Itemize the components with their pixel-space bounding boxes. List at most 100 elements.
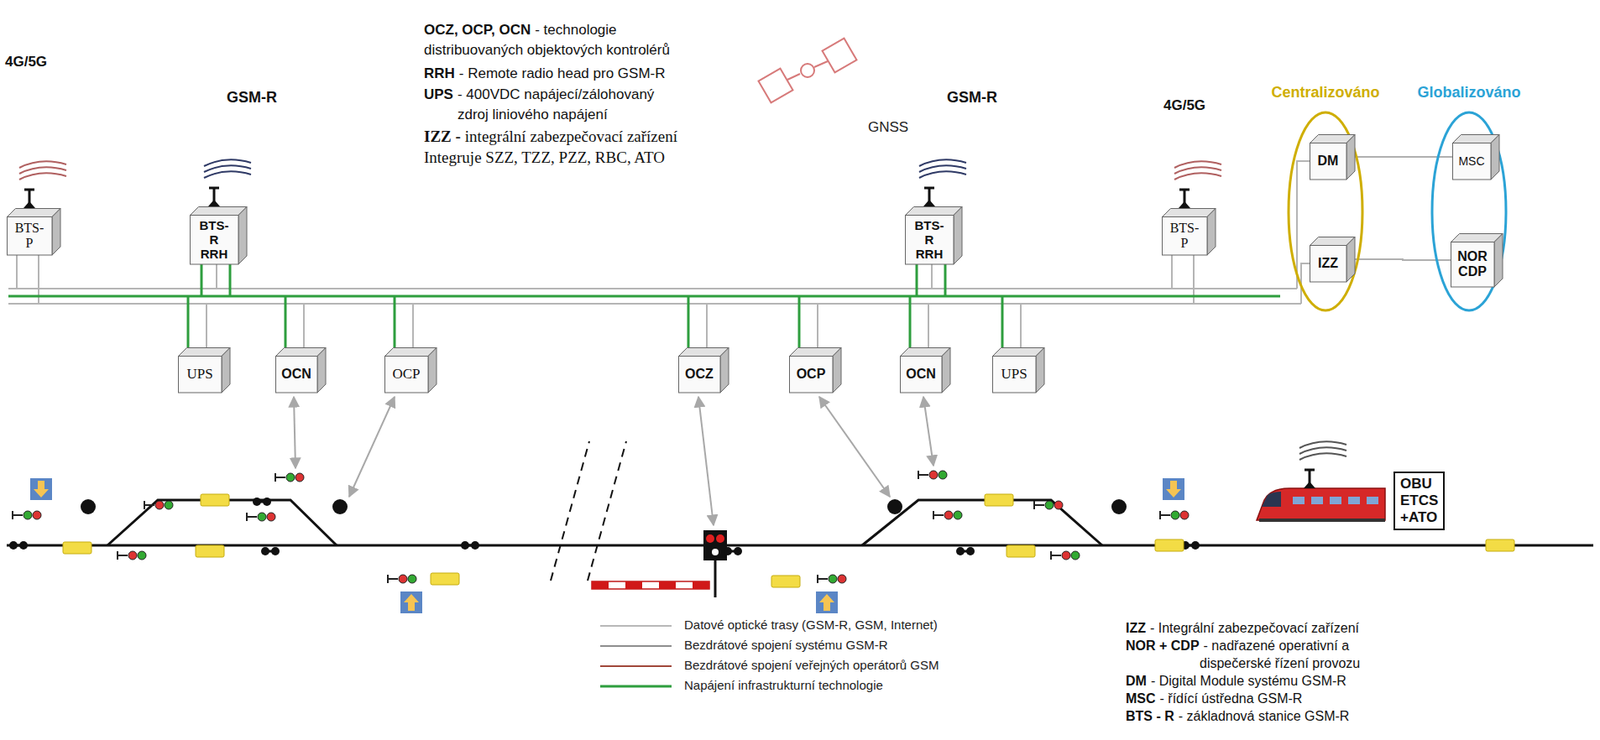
- cube-outline: [7, 209, 62, 218]
- cube-outline: [905, 207, 963, 216]
- text-line: UPS- 400VDC napájecí/zálohovaný: [423, 86, 654, 104]
- signal-symbol: [1050, 551, 1052, 560]
- signal-symbol: [245, 512, 248, 522]
- control-link: [698, 397, 714, 526]
- power-bus: [8, 258, 1281, 348]
- signal-symbol: [128, 551, 137, 560]
- radio-wave: [919, 165, 967, 173]
- description-text: - řídící ústředna GSM-R: [1160, 691, 1303, 706]
- cube-outline: [1346, 135, 1355, 181]
- label-text: GNSS: [867, 119, 909, 136]
- shunt-signal: [460, 541, 470, 550]
- radio-wave: [203, 171, 251, 178]
- antenna: [28, 189, 32, 209]
- satellite-icon: [814, 61, 828, 68]
- power-bus: [1001, 296, 1004, 348]
- switch-machine: [887, 499, 903, 515]
- antenna: [19, 159, 1347, 489]
- crossing-signal: [703, 530, 727, 561]
- text-line: NOR + CDP- nadřazené operativní a: [1125, 638, 1350, 654]
- cube-outline: [317, 348, 326, 394]
- base-station-box: BTS-R RRH: [189, 206, 247, 265]
- box-face: OCP: [384, 355, 429, 393]
- signal-symbol: [386, 575, 389, 584]
- region-outline: [1288, 112, 1363, 311]
- power-supply-box: UPS: [992, 347, 1045, 393]
- abbreviation: OCZ, OCP, OCN: [423, 21, 531, 38]
- power-bus: [187, 296, 190, 348]
- signal-symbol: [816, 575, 819, 584]
- signal-symbol: [266, 512, 276, 522]
- data-bus: [15, 255, 18, 289]
- track: [107, 500, 337, 546]
- data-bus: [705, 303, 708, 348]
- box-face: OCZ: [678, 355, 721, 393]
- antenna: [1183, 189, 1187, 209]
- onboard-unit-box: OBU ETCS +ATO: [1393, 471, 1445, 531]
- switch-machine: [1111, 499, 1127, 515]
- box-face: OCN: [275, 355, 318, 393]
- cube-outline: [679, 356, 722, 394]
- shunt-signal: [261, 547, 270, 556]
- cube-outline: [1310, 143, 1348, 181]
- region-label: Globalizováno: [1406, 83, 1533, 102]
- controller-box: OCZ: [678, 347, 729, 393]
- power-bus: [393, 296, 397, 348]
- signal-symbol: [164, 501, 173, 510]
- box-face: IZZ: [1309, 245, 1347, 283]
- text-line: RRH- Remote radio head pro GSM-R: [423, 65, 666, 83]
- signal-symbol: [117, 554, 128, 557]
- signal-symbol: [32, 511, 42, 520]
- signal-symbol: [944, 511, 953, 520]
- antenna: [1179, 188, 1190, 192]
- cube-outline: [190, 207, 248, 216]
- shunt-signal: [262, 497, 272, 507]
- cube-outline: [1451, 234, 1504, 243]
- radio-wave: [919, 171, 967, 178]
- cube-outline: [1162, 217, 1208, 257]
- switch-machine: [80, 499, 96, 515]
- power-bus: [284, 296, 288, 348]
- module-box: DM: [1309, 134, 1355, 180]
- box-face: MSC: [1452, 142, 1491, 180]
- legend-text: Bezdrátové spojení veřejných operátorů G…: [684, 658, 940, 673]
- cube-outline: [789, 356, 834, 394]
- label-box: 4G/5G: [1163, 97, 1206, 115]
- dispatch-box: NOR CDP: [1450, 233, 1503, 288]
- text-line: IZZ- Integrální zabezpečovací zařízení: [1125, 621, 1360, 637]
- signal-symbol: [137, 551, 147, 560]
- data-bus: [1019, 303, 1022, 348]
- box-face: BTS-P: [6, 216, 53, 256]
- track: [6, 544, 1594, 548]
- label-box: GNSS: [867, 119, 909, 136]
- description-text: zdroj liniového napájení: [457, 106, 608, 123]
- data-bus: [303, 303, 305, 348]
- balise: [200, 494, 230, 507]
- shunt-signal: [1191, 541, 1200, 550]
- balise: [1485, 539, 1515, 552]
- radio-wave: [203, 165, 251, 173]
- signal-symbol: [116, 551, 119, 560]
- shunt-signal: [966, 547, 975, 556]
- box-face: BTS-R RRH: [904, 214, 954, 265]
- track: [862, 500, 1103, 546]
- balise: [195, 545, 225, 558]
- signal-symbol: [407, 575, 417, 584]
- signal-symbol: [275, 476, 286, 479]
- direction-sign: [815, 591, 838, 614]
- cube-outline: [1207, 209, 1216, 257]
- text-line: IZZ -integrální zabezpečovací zařízení: [423, 127, 678, 147]
- shunt-signal: [271, 547, 280, 556]
- box-label: IZZ: [1317, 256, 1339, 272]
- control-link: [293, 397, 934, 526]
- box-label: OCN: [281, 366, 312, 382]
- cube-outline: [1310, 245, 1348, 283]
- train: [1261, 491, 1282, 508]
- power-bus: [8, 295, 1281, 299]
- text-line: MSC- řídící ústředna GSM-R: [1125, 691, 1302, 707]
- signal-symbol: [817, 578, 828, 581]
- control-link: [819, 397, 890, 497]
- balise: [1006, 545, 1036, 558]
- legend-sample: [600, 665, 672, 668]
- text-line: BTS - R- základnová stanice GSM-R: [1125, 709, 1350, 725]
